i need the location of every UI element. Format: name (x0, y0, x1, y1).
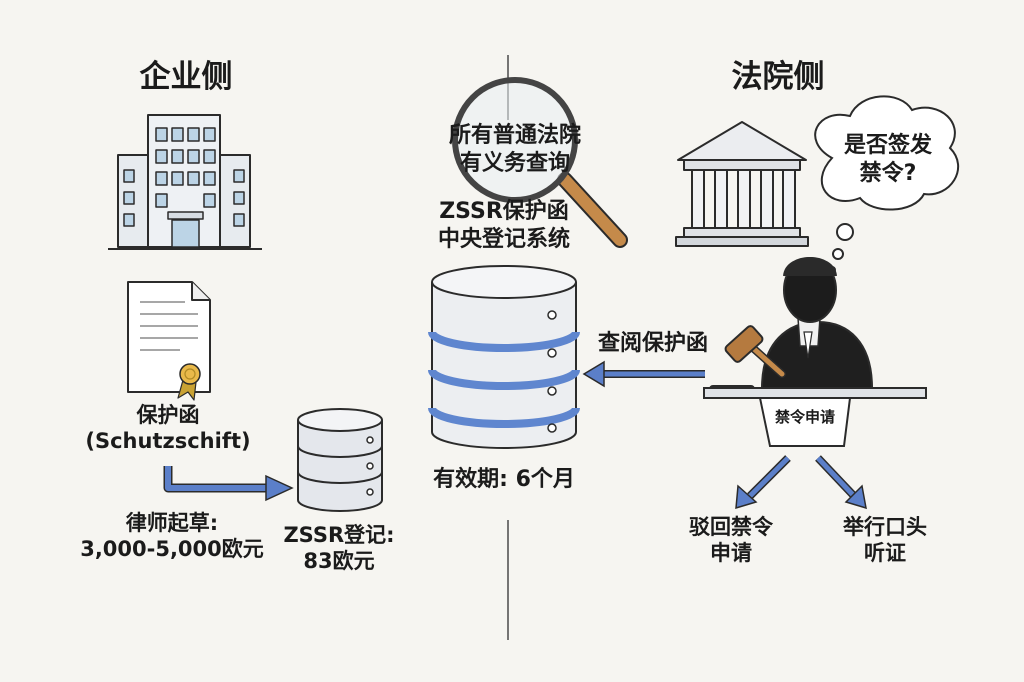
search-note: 所有普通法院 有义务查询 (425, 122, 605, 177)
outcome-hearing-line-2: 听证 (864, 541, 906, 566)
search-note-line-1: 所有普通法院 (448, 123, 581, 148)
thought-line-2: 禁令? (859, 160, 917, 186)
paper-label: 禁令申请 (774, 408, 835, 426)
courthouse-icon (675, 121, 809, 247)
bench-desk (703, 387, 927, 399)
registration-cost-line-1: ZSSR登记: (283, 523, 395, 547)
outcome-arrows (735, 455, 867, 510)
injunction-paper (758, 397, 852, 447)
validity-label: 有效期: 6个月 (433, 467, 575, 492)
magnifier-icon (452, 77, 628, 248)
register-arrow (163, 466, 294, 502)
lawyer-cost-line-2: 3,000-5,000欧元 (80, 537, 264, 562)
system-title: ZSSR保护函 中央登记系统 (404, 198, 604, 253)
search-note-line-2: 有义务查询 (459, 150, 570, 176)
judge-icon (760, 257, 874, 389)
outcome-hearing: 举行口头 听证 (820, 514, 950, 567)
registration-cost-line-2: 83欧元 (303, 549, 375, 574)
outcome-reject-line-2: 申请 (710, 541, 752, 566)
outcome-hearing-line-1: 举行口头 (843, 515, 927, 539)
document-label-line-1: 保护函 (136, 403, 200, 427)
document-icon (127, 281, 211, 401)
lookup-arrow (582, 360, 705, 388)
lawyer-cost-line-1: 律师起草: (125, 511, 219, 535)
company-heading: 企业侧 (139, 59, 233, 95)
document-label-line-2: (Schutzschift) (85, 429, 251, 454)
document-label: 保护函 (Schutzschift) (78, 402, 258, 455)
database-icon (428, 265, 580, 449)
thought-text: 是否签发 禁令? (818, 132, 958, 187)
office-building-icon (108, 114, 262, 250)
lookup-label: 查阅保护函 (597, 331, 708, 356)
system-title-line-2: 中央登记系统 (437, 226, 570, 252)
thought-line-1: 是否签发 (843, 133, 932, 158)
outcome-reject: 驳回禁令 申请 (666, 514, 796, 567)
outcome-reject-line-1: 驳回禁令 (689, 515, 773, 539)
lawyer-cost: 律师起草: 3,000-5,000欧元 (62, 510, 282, 563)
small-database-icon (297, 408, 383, 512)
system-title-line-1: ZSSR保护函 (439, 199, 569, 224)
court-heading: 法院侧 (731, 59, 825, 95)
registration-cost: ZSSR登记: 83欧元 (264, 522, 414, 575)
